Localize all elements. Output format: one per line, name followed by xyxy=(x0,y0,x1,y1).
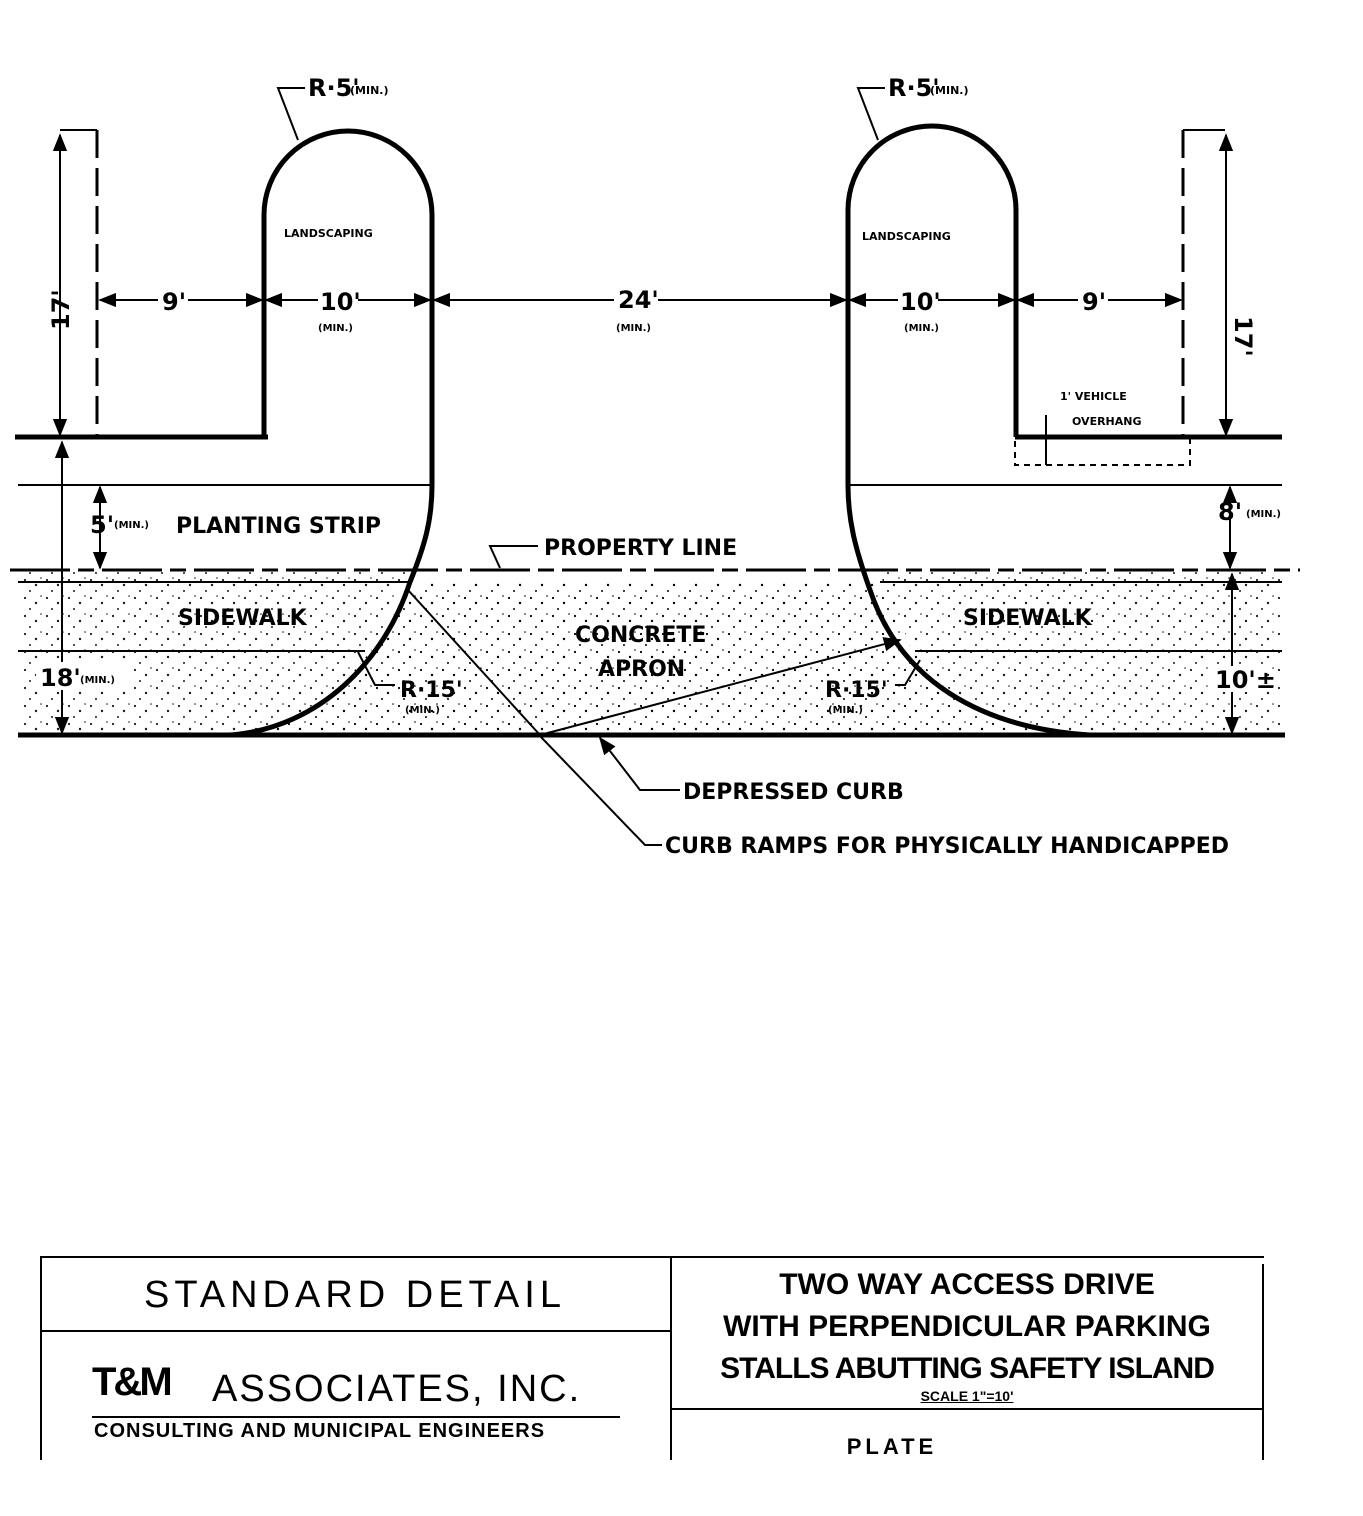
dim-18-min-label: (MIN.) xyxy=(80,675,115,686)
drawing-title-line-2: WITH PERPENDICULAR PARKING xyxy=(723,1310,1211,1343)
leader-radius-top-right xyxy=(856,87,885,141)
sidewalk-right-label: SIDEWALK xyxy=(963,606,1093,631)
leader-curb-ramps xyxy=(539,735,662,846)
leader-radius-15-right xyxy=(895,659,921,686)
concrete-apron-area xyxy=(20,572,1280,735)
vehicle-overhang-label-2: OVERHANG xyxy=(1072,415,1142,428)
radius-15-left-min: (MIN.) xyxy=(405,705,440,716)
dim-18-label: 18' xyxy=(40,664,81,692)
curb-ramp-line-right xyxy=(539,637,902,736)
radius-15-right-label: R·15' xyxy=(825,678,888,703)
radius-top-left-label: R·5' xyxy=(308,74,360,102)
company-logo: T&M xyxy=(92,1360,173,1404)
dim-10-right-label: 10' xyxy=(900,288,941,316)
concrete-apron-label-2: APRON xyxy=(598,657,685,682)
dim-17-right-label: 17' xyxy=(1229,316,1257,357)
dim-17-left-label: 17' xyxy=(47,289,75,330)
title-block-right-border xyxy=(1262,1264,1264,1460)
dim-10-left-label: 10' xyxy=(320,288,361,316)
company-subtitle: CONSULTING AND MUNICIPAL ENGINEERS xyxy=(94,1420,546,1442)
planting-strip-min-label: (MIN.) xyxy=(114,520,149,531)
right-safety-island xyxy=(845,123,1091,738)
title-block: STANDARD DETAIL T&M ASSOCIATES, INC. CON… xyxy=(40,1256,1264,1460)
curb-ramp-line-left xyxy=(407,589,541,736)
plate-label: PLATE xyxy=(846,1434,938,1459)
planting-strip-dim-label: 5' xyxy=(90,511,114,539)
curb-ramps-label: CURB RAMPS FOR PHYSICALLY HANDICAPPED xyxy=(665,834,1229,859)
dim-24-min: (MIN.) xyxy=(616,323,651,334)
dim-8-label: 8' xyxy=(1218,498,1242,526)
radius-top-right-min: (MIN.) xyxy=(930,84,968,97)
leader-depressed-curb xyxy=(598,736,680,791)
site-plan-diagram: R·5' (MIN.) R·5' (MIN.) LANDSCAPING LAND… xyxy=(10,74,1300,859)
dim-8-min-label: (MIN.) xyxy=(1246,509,1281,520)
title-block-top-border xyxy=(40,1256,1264,1258)
radius-15-left-label: R·15' xyxy=(400,678,463,703)
left-safety-island xyxy=(229,128,435,738)
drawing-title-line-3: STALLS ABUTTING SAFETY ISLAND xyxy=(720,1352,1215,1385)
leader-radius-top-left xyxy=(276,87,305,141)
planting-strip-label: PLANTING STRIP xyxy=(176,514,381,539)
company-name: ASSOCIATES, INC. xyxy=(212,1368,582,1410)
landscaping-left-label: LANDSCAPING xyxy=(284,227,373,240)
dim-9-right-label: 9' xyxy=(1082,288,1106,316)
dim-10-left-min: (MIN.) xyxy=(318,323,353,334)
property-line-label: PROPERTY LINE xyxy=(544,536,737,561)
leader-radius-15-left xyxy=(357,651,395,686)
radius-15-right-min: (MIN.) xyxy=(828,705,863,716)
title-block-divider-left xyxy=(40,1330,672,1332)
landscaping-right-label: LANDSCAPING xyxy=(862,230,951,243)
title-block-left-border xyxy=(40,1256,42,1460)
radius-top-left-min: (MIN.) xyxy=(350,84,388,97)
vehicle-overhang-label-1: 1' VEHICLE xyxy=(1060,390,1127,403)
radius-top-right-label: R·5' xyxy=(888,74,940,102)
standard-detail-label: STANDARD DETAIL xyxy=(144,1274,566,1316)
apron-stipple xyxy=(230,582,1085,735)
title-block-divider-right xyxy=(670,1408,1264,1410)
dim-9-left-label: 9' xyxy=(162,288,186,316)
leader-property-line xyxy=(488,545,538,569)
drawing-title-line-1: TWO WAY ACCESS DRIVE xyxy=(779,1268,1155,1301)
company-underline xyxy=(92,1416,620,1418)
dim-24-label: 24' xyxy=(618,286,659,314)
concrete-apron-label-1: CONCRETE xyxy=(575,623,706,648)
title-block-divider-vertical xyxy=(670,1256,672,1460)
dim-10-right-min: (MIN.) xyxy=(904,323,939,334)
sidewalk-left-label: SIDEWALK xyxy=(178,606,308,631)
vehicle-overhang-box xyxy=(1014,436,1191,466)
scale-label: SCALE 1"=10' xyxy=(920,1388,1014,1404)
dim-10pm-label: 10'± xyxy=(1215,666,1276,694)
depressed-curb-label: DEPRESSED CURB xyxy=(683,780,904,805)
